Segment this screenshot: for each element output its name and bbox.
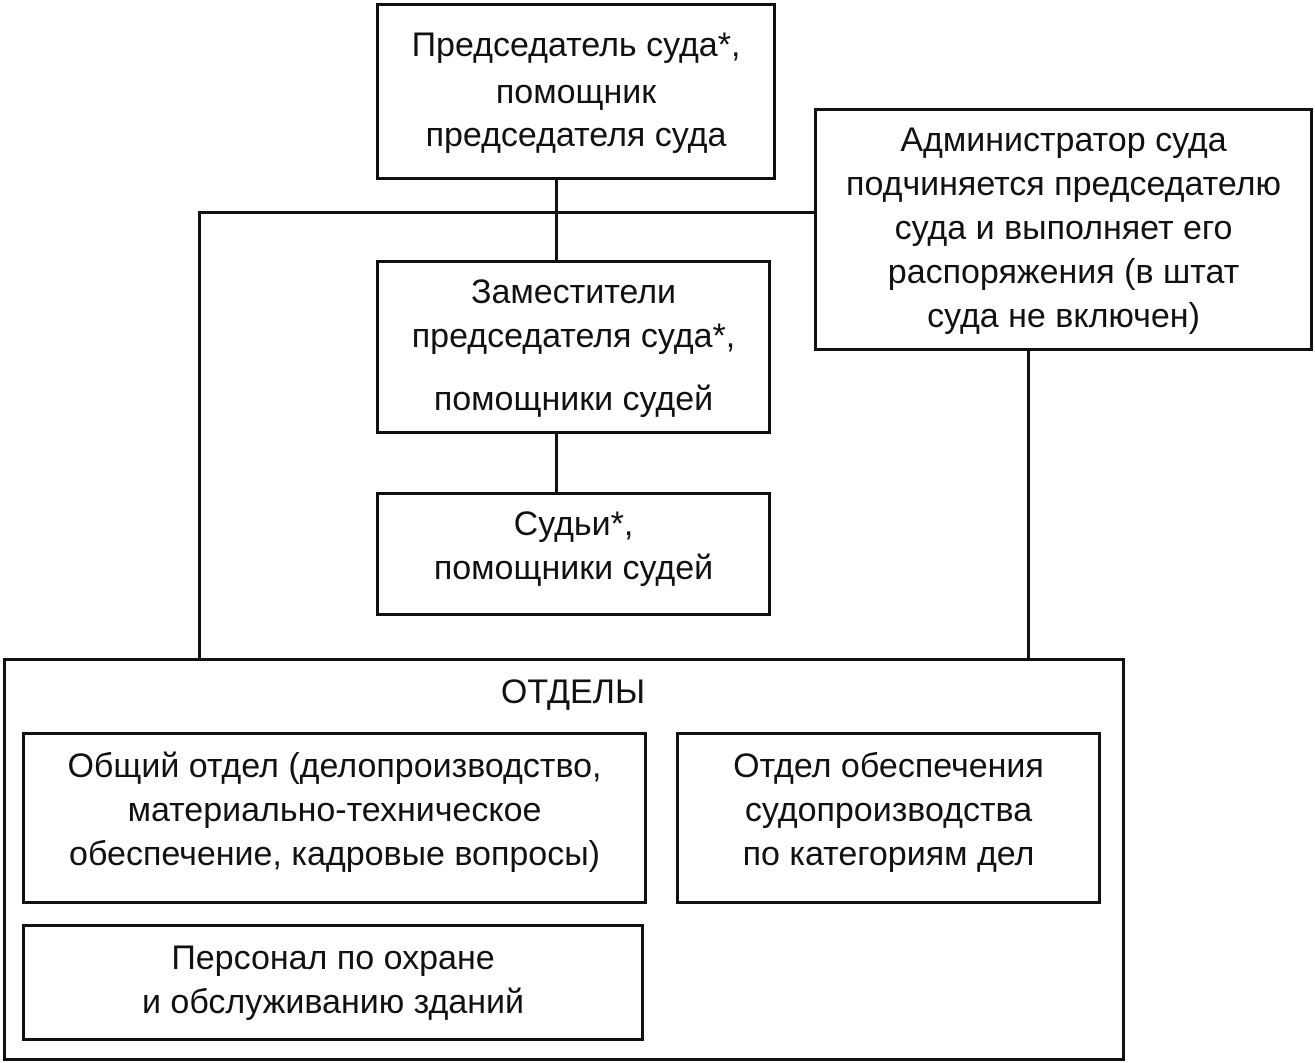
general-department-line-1: Общий отдел (делопроизводство, bbox=[67, 747, 602, 785]
chairman-line-3: председателя суда bbox=[425, 116, 727, 154]
connector-chairman-deputies bbox=[555, 178, 558, 262]
judges-line-1: Судьи*, bbox=[513, 505, 634, 543]
security-staff-line-2: и обслуживанию зданий bbox=[141, 983, 525, 1021]
support-department-line-3: по категориям дел bbox=[742, 835, 1035, 873]
administrator-line-2: подчиняется председателю bbox=[846, 165, 1281, 203]
connector-admin-departments bbox=[1027, 349, 1030, 660]
administrator-line-1: Администратор суда bbox=[900, 121, 1227, 159]
connector-left-vertical bbox=[198, 211, 201, 660]
deputies-line-1: Заместители bbox=[470, 273, 677, 311]
general-department-line-2: материально-техническое bbox=[127, 791, 542, 829]
support-department-line-1: Отдел обеспечения bbox=[733, 747, 1044, 785]
departments-title: ОТДЕЛЫ bbox=[500, 673, 646, 711]
deputies-box bbox=[376, 260, 771, 434]
general-department-box bbox=[22, 732, 647, 904]
general-department-line-3: обеспечение, кадровые вопросы) bbox=[69, 835, 600, 873]
support-department-box bbox=[676, 732, 1101, 904]
judges-box bbox=[376, 492, 771, 616]
chairman-box bbox=[376, 3, 776, 180]
support-department-line-2: судопроизводства bbox=[744, 791, 1033, 829]
administrator-line-3: суда и выполняет его bbox=[894, 209, 1233, 247]
chairman-line-1: Председатель суда*, bbox=[411, 26, 741, 64]
administrator-line-5: суда не включен) bbox=[927, 297, 1200, 335]
chairman-line-2: помощник bbox=[495, 73, 657, 111]
deputies-line-2: председателя суда*, bbox=[411, 317, 736, 355]
connector-deputies-judges bbox=[555, 432, 558, 494]
security-staff-box bbox=[22, 924, 644, 1041]
administrator-line-4: распоряжения (в штат bbox=[887, 253, 1240, 291]
deputies-line-3: помощники судей bbox=[433, 380, 714, 418]
judges-line-2: помощники судей bbox=[433, 549, 714, 587]
security-staff-line-1: Персонал по охране bbox=[171, 939, 495, 977]
administrator-box bbox=[814, 108, 1313, 351]
connector-horizontal-top bbox=[198, 211, 816, 214]
